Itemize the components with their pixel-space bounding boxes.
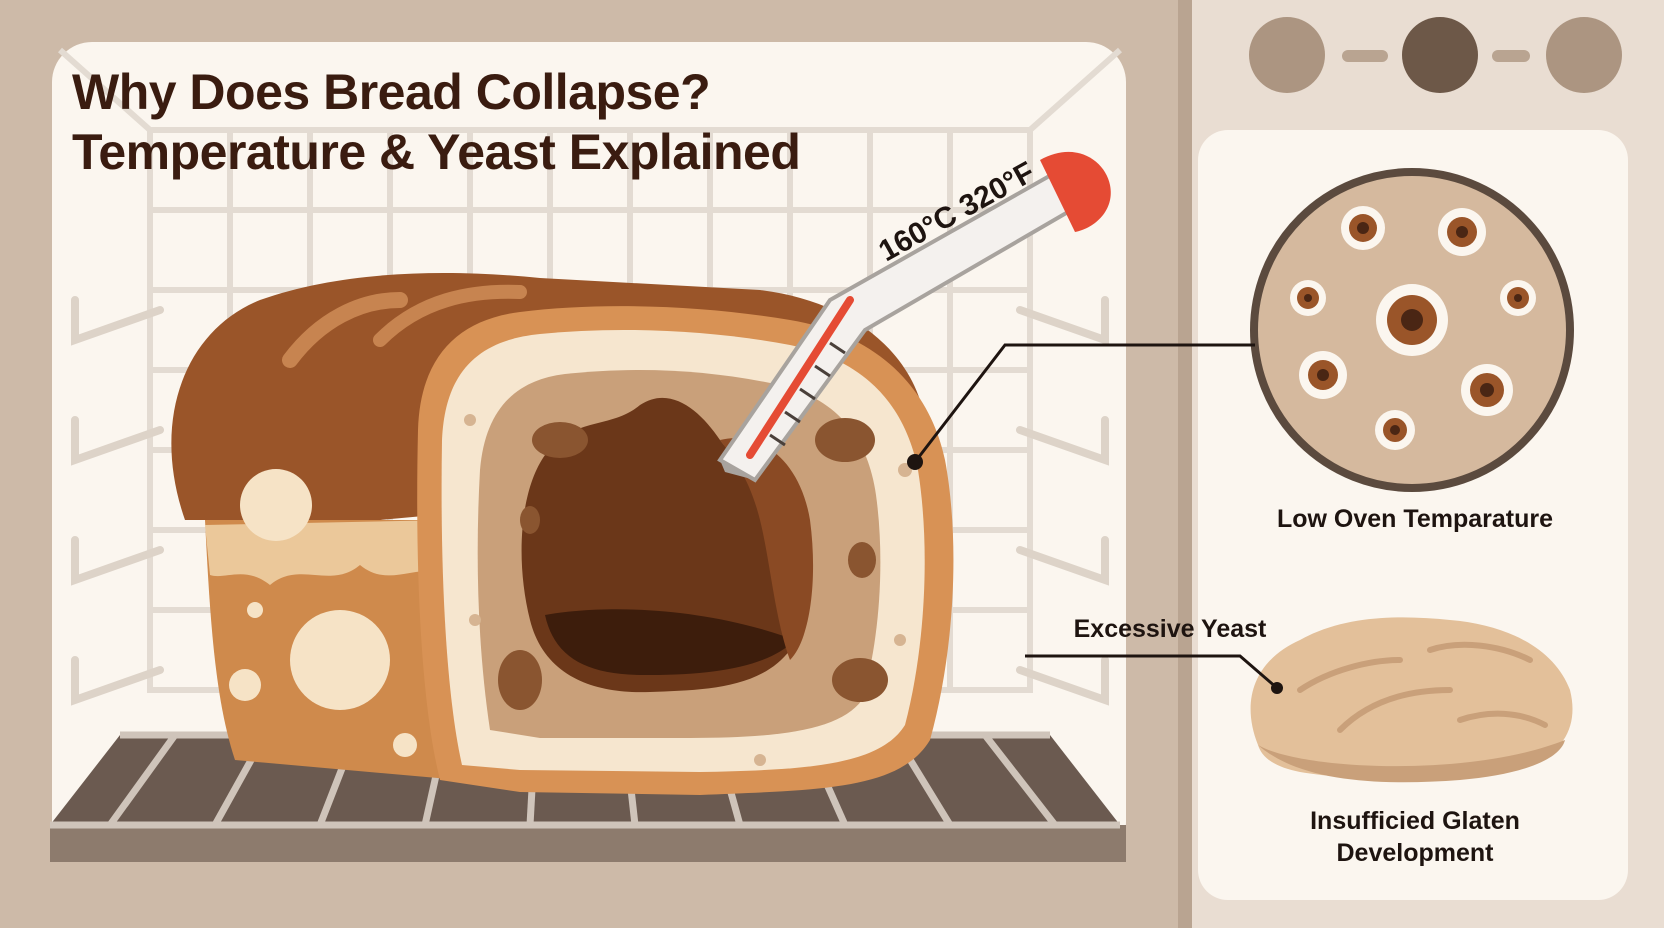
crumb-hole [848, 542, 876, 578]
bread-cavity-shadow [545, 609, 795, 676]
bread-bubble [240, 469, 312, 541]
yeast-cell-icon [1376, 284, 1448, 356]
crumb-speck [469, 614, 481, 626]
knob-connector [1342, 50, 1388, 62]
dough-shadow [1258, 740, 1565, 783]
dough-blob [1250, 617, 1573, 780]
label-low-oven-temperature: Low Oven Temparature [1277, 505, 1553, 533]
crumb-hole [520, 506, 540, 534]
bread-bubble [229, 669, 261, 701]
bread-bubble [290, 610, 390, 710]
oven-floor [50, 825, 1126, 862]
title-line-1: Why Does Bread Collapse? [72, 64, 711, 120]
yeast-cell-icon [1290, 280, 1326, 316]
label-excessive-yeast: Excessive Yeast [1073, 615, 1267, 643]
knob-connector [1492, 50, 1530, 62]
crumb-hole [498, 650, 542, 710]
crumb-hole [832, 658, 888, 702]
side-rails [71, 296, 1109, 706]
leader-line-yeast [913, 343, 1255, 463]
crumb-speck [754, 754, 766, 766]
leader-line-dough [1025, 654, 1278, 690]
bread-cavity-right [720, 438, 814, 660]
label-insufficient-gluten: Insufficied Glaten Development [1200, 805, 1630, 869]
crust-highlight-2 [373, 284, 527, 347]
yeast-cell-icon [1438, 208, 1486, 256]
yeast-cell-icon [1299, 351, 1347, 399]
thermometer-point [720, 460, 755, 480]
yeast-cell-icon [1341, 206, 1385, 250]
title-line-2: Temperature & Yeast Explained [72, 124, 801, 180]
panel-divider [1178, 0, 1192, 928]
oven-knob-icon [1546, 17, 1622, 93]
bread-bubble [393, 733, 417, 757]
thermometer-mercury [746, 296, 854, 459]
crumb-hole [815, 418, 875, 462]
yeast-cell-icon [1461, 364, 1513, 416]
leader-dot [1271, 682, 1283, 694]
dough-icon [1250, 617, 1573, 783]
bread-bubble [247, 602, 263, 618]
page-title: Why Does Bread Collapse? Temperature & Y… [72, 62, 801, 182]
yeast-magnifier [1250, 168, 1574, 492]
oven-knobs [1249, 17, 1622, 93]
crumb-speck [894, 634, 906, 646]
crumb-speck [464, 414, 476, 426]
yeast-cell-icon [1375, 410, 1415, 450]
label-gluten-line-2: Development [1336, 839, 1494, 867]
thermometer-cap [1040, 151, 1111, 232]
thermometer-ticks [769, 341, 846, 447]
oven-knob-icon [1402, 17, 1478, 93]
oven-knob-icon [1249, 17, 1325, 93]
label-gluten-line-1: Insufficied Glaten [1310, 807, 1520, 835]
leader-dot [907, 454, 923, 470]
crumb-hole [532, 422, 588, 458]
yeast-cell-icon [1500, 280, 1536, 316]
crust-highlight [282, 292, 408, 368]
